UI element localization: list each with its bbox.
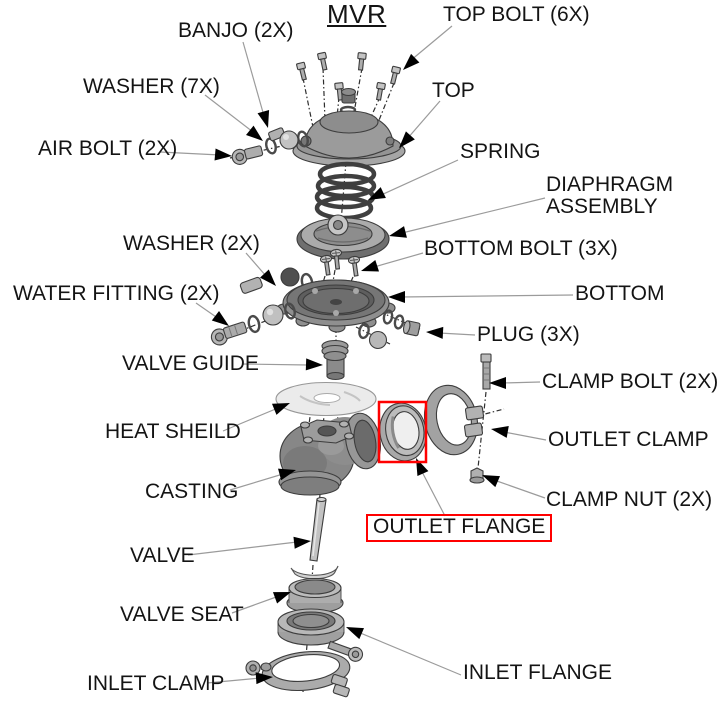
washer-part-mid [239, 267, 314, 294]
valve-seat-part [286, 577, 344, 614]
label-spring: SPRING [460, 140, 541, 163]
bottom-part [276, 279, 396, 333]
label-clamp-bolt: CLAMP BOLT (2X) [542, 370, 719, 393]
casting-part [278, 412, 381, 496]
spring-washer-part [290, 565, 339, 580]
label-air-bolt: AIR BOLT (2X) [38, 137, 178, 160]
air-bolt-part [231, 145, 264, 165]
valve-guide-part [321, 339, 349, 381]
outlet-clamp-part [423, 384, 485, 456]
label-water-fitting: WATER FITTING (2X) [13, 282, 220, 305]
spring-part [314, 161, 377, 221]
heat-shield-part [275, 381, 377, 417]
label-bottom: BOTTOM [575, 282, 665, 305]
label-valve-seat: VALVE SEAT [120, 603, 244, 626]
plug-part [358, 309, 421, 350]
clamp-nut-part [469, 467, 485, 484]
label-diaphragm-assembly: DIAPHRAGM ASSEMBLY [546, 173, 674, 218]
diaphragm-assembly-part [296, 214, 390, 260]
water-fitting-part [210, 302, 296, 346]
label-valve: VALVE [130, 544, 195, 567]
page-title: MVR [327, 0, 387, 29]
top-cover-part [292, 110, 406, 167]
outlet-flange-part [379, 402, 427, 462]
washer-part-upper [265, 130, 309, 155]
label-outlet-clamp: OUTLET CLAMP [548, 428, 709, 451]
label-top: TOP [432, 79, 475, 102]
highlight-box [377, 400, 428, 464]
label-valve-guide: VALVE GUIDE [122, 352, 259, 375]
label-plug: PLUG (3X) [477, 323, 580, 346]
label-inlet-flange: INLET FLANGE [463, 661, 612, 684]
arrowheads [211, 53, 509, 685]
label-casting: CASTING [145, 480, 239, 503]
label-washer-2x: WASHER (2X) [123, 232, 260, 255]
clamp-bolt-part [480, 353, 492, 390]
inlet-clamp-part [260, 651, 351, 698]
leader-lines [159, 25, 574, 684]
banjo-part [268, 127, 299, 150]
inlet-flange-part [277, 608, 345, 646]
label-clamp-nut: CLAMP NUT (2X) [546, 488, 713, 511]
label-inlet-clamp: INLET CLAMP [87, 672, 225, 695]
top-bolts-part [296, 51, 401, 101]
label-banjo: BANJO (2X) [178, 19, 294, 42]
inlet-clamp-bolt-part [245, 640, 364, 676]
label-outlet-flange-highlighted: OUTLET FLANGE [366, 514, 553, 542]
bottom-bolts-part [319, 248, 361, 277]
label-heat-shield: HEAT SHEILD [105, 420, 241, 443]
label-washer-7x: WASHER (7X) [83, 75, 220, 98]
vent-fitting-part [339, 87, 357, 115]
label-top-bolt: TOP BOLT (6X) [443, 3, 590, 26]
valve-part [309, 496, 327, 562]
label-bottom-bolt: BOTTOM BOLT (3X) [424, 237, 618, 260]
